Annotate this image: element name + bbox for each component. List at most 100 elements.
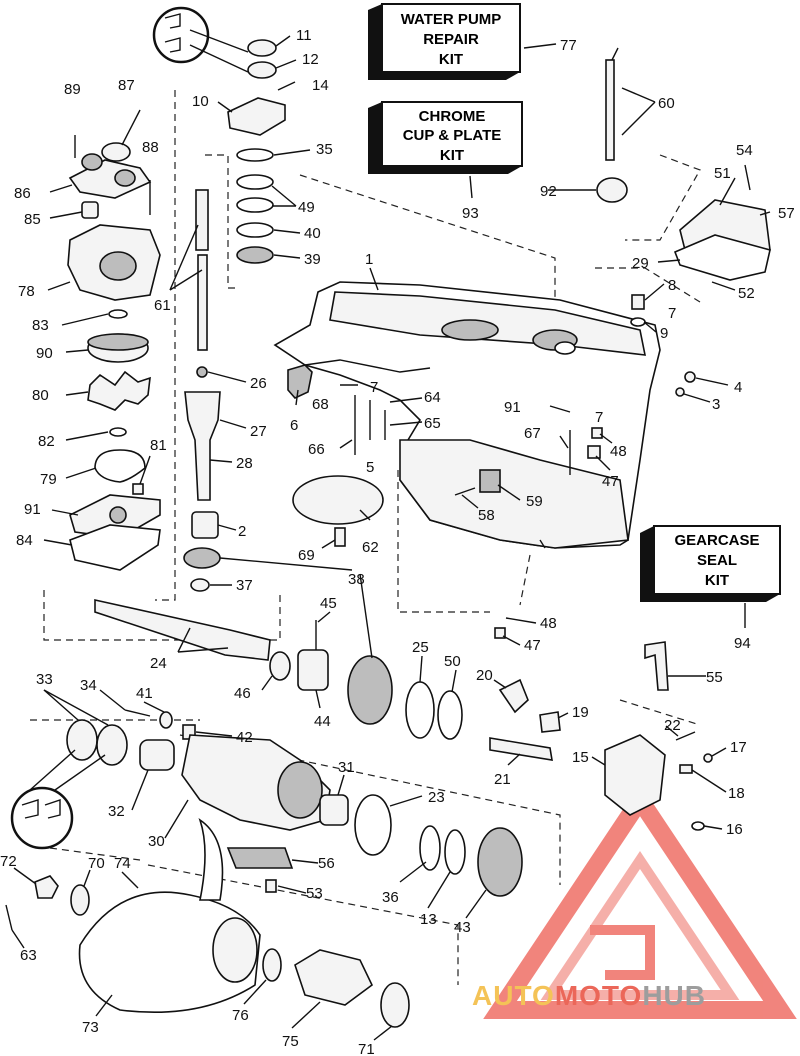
callout-34: 34: [80, 677, 97, 694]
callout-73: 73: [82, 1019, 99, 1036]
callout-18: 18: [728, 785, 745, 802]
kit-gearcase-line1: GEARCASE: [674, 532, 759, 549]
callout-14: 14: [312, 77, 329, 94]
callout-42: 42: [236, 729, 253, 746]
leader-lines: [11, 35, 771, 1041]
callout-50: 50: [444, 653, 461, 670]
callout-37: 37: [236, 577, 253, 594]
callout-27: 27: [250, 423, 267, 440]
kit-chrome-cup-line3: KIT: [440, 147, 464, 164]
callout-80: 80: [32, 387, 49, 404]
callout-43: 43: [454, 919, 471, 936]
gearcase-housing: [273, 281, 661, 549]
kit-water-pump-line2: REPAIR: [423, 31, 479, 48]
callout-60: 60: [658, 95, 675, 112]
callout-40: 40: [304, 225, 321, 242]
callout-7b: 7: [595, 409, 603, 426]
callout-58: 58: [478, 507, 495, 524]
water-pump-assembly: [67, 135, 161, 571]
callout-5: 5: [366, 459, 374, 476]
callout-57: 57: [778, 205, 795, 222]
callout-62: 62: [362, 539, 379, 556]
callout-47b: 47: [524, 637, 541, 654]
kit-chrome-cup-line1: CHROME: [419, 108, 486, 125]
callout-13: 13: [420, 911, 437, 928]
callout-71: 71: [358, 1041, 375, 1056]
callout-47a: 47: [602, 473, 619, 490]
callout-7c: 7: [668, 305, 676, 322]
kit-box-gearcase-seal: GEARCASE SEAL KIT: [640, 525, 781, 602]
callout-36: 36: [382, 889, 399, 906]
callout-89: 89: [64, 81, 81, 98]
callout-19: 19: [572, 704, 589, 721]
callout-88: 88: [142, 139, 159, 156]
callout-92: 92: [540, 183, 557, 200]
callout-81: 81: [150, 437, 167, 454]
callout-70: 70: [88, 855, 105, 872]
callout-68: 68: [312, 396, 329, 413]
callout-69: 69: [298, 547, 315, 564]
callout-56: 56: [318, 855, 335, 872]
callout-30: 30: [148, 833, 165, 850]
callout-48a: 48: [610, 443, 627, 460]
callout-48b: 48: [540, 615, 557, 632]
watermark-logo: AUTOMOTOHUB: [472, 783, 797, 1019]
propeller-group: [5, 818, 410, 1028]
callout-23: 23: [428, 789, 445, 806]
callout-29: 29: [632, 255, 649, 272]
callout-84: 84: [16, 532, 33, 549]
kit-box-water-pump: WATER PUMP REPAIR KIT: [368, 3, 521, 80]
dashed-group-lines: [30, 90, 701, 985]
callout-46: 46: [234, 685, 251, 702]
callout-79: 79: [40, 471, 57, 488]
callout-8: 8: [668, 277, 676, 294]
callout-83: 83: [32, 317, 49, 334]
callout-63: 63: [20, 947, 37, 964]
callout-4: 4: [734, 379, 742, 396]
watermark-hub: HUB: [642, 980, 706, 1011]
callout-72: 72: [0, 853, 17, 870]
callout-77: 77: [560, 37, 577, 54]
watermark-moto: MOTO: [555, 980, 642, 1011]
watermark-auto: AUTO: [472, 980, 555, 1011]
callout-61: 61: [154, 297, 171, 314]
callout-53: 53: [306, 885, 323, 902]
callout-33: 33: [36, 671, 53, 688]
callout-55: 55: [706, 669, 723, 686]
callout-12: 12: [302, 51, 319, 68]
driveshaft-group: [183, 39, 386, 592]
kit-chrome-cup-line2: CUP & PLATE: [403, 127, 502, 144]
callout-67: 67: [524, 425, 541, 442]
callout-22: 22: [664, 717, 681, 734]
callout-41: 41: [136, 685, 153, 702]
callout-76: 76: [232, 1007, 249, 1024]
callout-labels: 1 2 3 4 5 6 7 7 7 8 9 10 11 12 13 14 15 …: [0, 27, 795, 1056]
callout-51: 51: [714, 165, 731, 182]
bearing-carrier-group: [66, 709, 523, 897]
propshaft-group: [94, 599, 713, 831]
callout-54: 54: [736, 142, 753, 159]
watermark-text: AUTOMOTOHUB: [472, 980, 706, 1011]
callout-49: 49: [298, 199, 315, 216]
callout-15: 15: [572, 749, 589, 766]
callout-1: 1: [365, 251, 373, 268]
callout-94: 94: [734, 635, 751, 652]
callout-75: 75: [282, 1033, 299, 1050]
callout-78: 78: [18, 283, 35, 300]
callout-26: 26: [250, 375, 267, 392]
callout-10: 10: [192, 93, 209, 110]
callout-59: 59: [526, 493, 543, 510]
callout-65: 65: [424, 415, 441, 432]
callout-93: 93: [462, 205, 479, 222]
callout-35: 35: [316, 141, 333, 158]
callout-82: 82: [38, 433, 55, 450]
callout-90: 90: [36, 345, 53, 362]
callout-2: 2: [238, 523, 246, 540]
callout-9: 9: [660, 325, 668, 342]
callout-11: 11: [296, 27, 312, 44]
callout-91a: 91: [24, 501, 41, 518]
callout-38: 38: [348, 571, 365, 588]
kit-water-pump-line1: WATER PUMP: [401, 11, 502, 28]
kit-gearcase-line3: KIT: [705, 572, 729, 589]
